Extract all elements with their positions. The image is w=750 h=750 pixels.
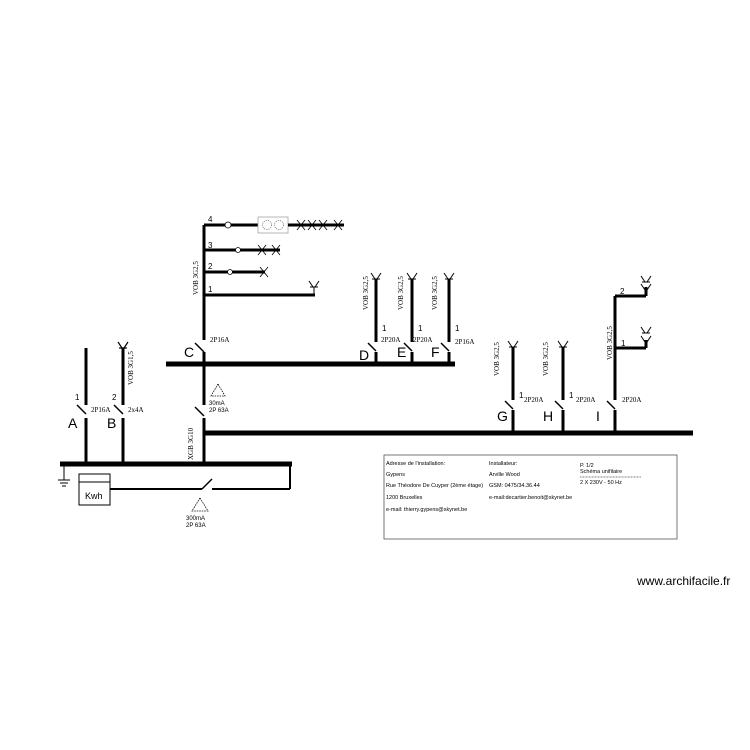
svg-text:2P16A: 2P16A [455, 338, 474, 346]
svg-text:2P 63A: 2P 63A [209, 408, 229, 414]
street: Rue Théodore De Cuyper (2ème étage) [386, 483, 483, 489]
circuit-b-label: B [107, 415, 116, 431]
installer-gsm: GSM: 0475/34.36.44 [489, 483, 540, 489]
svg-text:H: H [543, 408, 553, 424]
svg-text:D: D [359, 347, 369, 363]
svg-text:2P20A: 2P20A [413, 336, 432, 344]
client-name: Gypens [386, 472, 405, 478]
svg-text:VOB 3G2,5: VOB 3G2,5 [606, 326, 614, 360]
installer-label: Installateur: [489, 461, 518, 467]
main-breaker-switch [201, 478, 213, 490]
svg-text:1: 1 [621, 339, 626, 348]
svg-text:2: 2 [112, 393, 117, 402]
svg-text:30mA: 30mA [209, 401, 225, 407]
svg-text:C: C [184, 344, 194, 360]
svg-text:XGB 3G10: XGB 3G10 [187, 427, 195, 460]
svg-text:2x4A: 2x4A [128, 406, 144, 414]
address-label: Adresse de l'installation: [386, 461, 446, 467]
svg-text:2P20A: 2P20A [622, 396, 641, 404]
schema-title: Schéma unifilaire [580, 469, 622, 475]
svg-text:VOB 3G2,5: VOB 3G2,5 [192, 261, 200, 295]
svg-text:3: 3 [208, 241, 213, 250]
svg-text:E: E [397, 344, 406, 360]
circuit-e: VOB 3G2,5 1 2P20A E [397, 272, 432, 364]
svg-text:1: 1 [208, 285, 213, 294]
circuit-i: VOB 3G2,5 2 1 2P20A I [596, 275, 652, 433]
svg-text:1: 1 [569, 391, 574, 400]
main-breaker-line2: 2P 63A [186, 523, 206, 529]
svg-text:I: I [596, 408, 600, 424]
svg-text:1: 1 [382, 324, 387, 333]
svg-text:G: G [497, 408, 508, 424]
svg-text:VOB 3G1,5: VOB 3G1,5 [127, 351, 135, 385]
svg-text:VOB 3G2,5: VOB 3G2,5 [542, 342, 550, 376]
svg-text:4: 4 [208, 215, 213, 224]
svg-text:VOB 3G2,5: VOB 3G2,5 [431, 276, 439, 310]
lamp-icon [117, 341, 129, 349]
svg-text:2: 2 [620, 287, 625, 296]
installer-email: e-mail:decartier.benoit@skynet.be [489, 495, 572, 501]
info-box: Adresse de l'installation: Gypens Rue Th… [383, 454, 678, 540]
svg-text:2P20A: 2P20A [381, 336, 400, 344]
circuit-d: VOB 3G2,5 1 2P20A D [359, 272, 400, 364]
ground-icon [58, 464, 70, 487]
supply-spec: 2 X 230V - 50 Hz [580, 480, 622, 486]
client-email: e-mail: thierry.gypens@skynet.be [386, 507, 467, 513]
kwh-meter: Kwh [78, 473, 111, 506]
svg-text:VOB 3G2,5: VOB 3G2,5 [397, 276, 405, 310]
svg-text:1: 1 [519, 391, 524, 400]
svg-text:1: 1 [455, 324, 460, 333]
main-breaker-line1: 300mA [186, 516, 205, 522]
meter-label: Kwh [85, 491, 103, 501]
svg-text:2P16A: 2P16A [91, 406, 110, 414]
page-number: P. 1/2 [580, 463, 594, 469]
circuit-a-label: A [68, 415, 78, 431]
svg-text:2P20A: 2P20A [524, 396, 543, 404]
city: 1200 Bruxelles [386, 495, 423, 501]
svg-text:VOB 3G2,5: VOB 3G2,5 [493, 342, 501, 376]
svg-text:2P16A: 2P16A [210, 336, 229, 344]
svg-text:F: F [431, 344, 440, 360]
watermark: www.archifacile.fr [636, 574, 730, 588]
svg-text:1: 1 [75, 393, 80, 402]
differential-triangle-icon [191, 497, 209, 512]
circuit-g: VOB 3G2,5 1 2P20A G [493, 340, 543, 433]
svg-text:2P20A: 2P20A [576, 396, 595, 404]
svg-text:2: 2 [208, 262, 213, 271]
circuit-h: VOB 3G2,5 1 2P20A H [542, 340, 595, 433]
svg-text:VOB 3G2,5: VOB 3G2,5 [362, 276, 370, 310]
installer-name: Arville Wood [489, 472, 520, 478]
circuit-f: VOB 3G2,5 1 2P16A F [431, 272, 474, 364]
svg-text:1: 1 [418, 324, 423, 333]
